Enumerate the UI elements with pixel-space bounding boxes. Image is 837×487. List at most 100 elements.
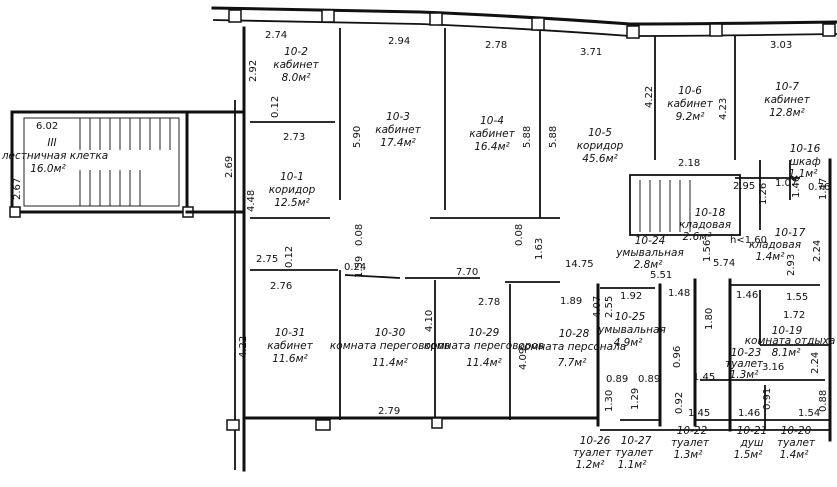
svg-text:10-18: 10-18 (695, 207, 726, 219)
svg-text:4.22: 4.22 (238, 336, 249, 358)
svg-text:3.16: 3.16 (762, 362, 784, 373)
svg-text:1.26: 1.26 (758, 183, 769, 205)
svg-text:0.96: 0.96 (672, 346, 683, 368)
svg-text:1.4м²: 1.4м² (780, 449, 810, 461)
svg-text:1.45: 1.45 (693, 372, 715, 383)
svg-text:душ: душ (739, 437, 763, 449)
room-10-19: 10-19 комната отдыха 8.1м² (745, 325, 836, 359)
svg-text:умывальная: умывальная (597, 324, 666, 336)
svg-text:1.30: 1.30 (604, 390, 615, 412)
svg-text:4.48: 4.48 (246, 190, 257, 212)
svg-text:10-24: 10-24 (635, 235, 666, 247)
room-10-29: 10-29 комната переговоров 11.4м² (424, 327, 544, 369)
svg-text:кабинет: кабинет (667, 98, 713, 110)
svg-text:10-16: 10-16 (790, 143, 821, 155)
svg-text:2.78: 2.78 (478, 297, 500, 308)
svg-text:1.1м²: 1.1м² (618, 459, 648, 471)
svg-text:4.22: 4.22 (644, 86, 655, 108)
svg-text:1.07: 1.07 (775, 178, 797, 189)
svg-text:10-3: 10-3 (386, 111, 410, 123)
svg-text:10-25: 10-25 (615, 311, 646, 323)
svg-text:11.4м²: 11.4м² (372, 357, 408, 369)
svg-text:1.92: 1.92 (620, 291, 642, 302)
svg-text:11.6м²: 11.6м² (272, 353, 308, 365)
svg-text:1.46: 1.46 (791, 176, 802, 198)
svg-text:1.89: 1.89 (560, 296, 582, 307)
svg-text:10-31: 10-31 (275, 327, 306, 339)
svg-text:9.2м²: 9.2м² (676, 111, 706, 123)
svg-text:2.6м²: 2.6м² (683, 231, 713, 243)
svg-text:10-23: 10-23 (731, 347, 762, 359)
svg-text:4.10: 4.10 (424, 310, 435, 332)
svg-text:17.4м²: 17.4м² (380, 137, 416, 149)
svg-text:туалет: туалет (671, 437, 710, 449)
room-10-3: 10-3 кабинет 17.4м² (375, 111, 421, 149)
svg-text:10-21: 10-21 (737, 425, 768, 437)
svg-text:4.09: 4.09 (518, 348, 529, 370)
svg-text:0.92: 0.92 (674, 392, 685, 414)
svg-text:кладовая: кладовая (679, 219, 731, 231)
svg-text:6.02: 6.02 (36, 121, 58, 132)
svg-text:14.75: 14.75 (565, 259, 594, 270)
svg-text:2.94: 2.94 (388, 36, 410, 47)
stair-treads (79, 118, 691, 232)
svg-text:1.1м²: 1.1м² (789, 168, 819, 180)
svg-text:10-17: 10-17 (775, 227, 806, 239)
svg-text:0.12: 0.12 (284, 246, 295, 268)
svg-text:8.1м²: 8.1м² (772, 347, 802, 359)
svg-text:10-5: 10-5 (588, 127, 612, 139)
svg-text:3.03: 3.03 (770, 40, 792, 51)
svg-text:кабинет: кабинет (469, 128, 515, 140)
svg-text:2.24: 2.24 (812, 240, 823, 262)
svg-text:2.67: 2.67 (12, 178, 23, 200)
svg-text:умывальная: умывальная (615, 247, 684, 259)
svg-text:2.93: 2.93 (786, 254, 797, 276)
svg-text:коридор: коридор (577, 140, 624, 152)
room-10-5: 10-5 коридор 45.6м² (577, 127, 624, 165)
room-10-30: 10-30 комната переговоров 11.4м² (330, 327, 450, 369)
svg-text:1.55: 1.55 (786, 292, 808, 303)
svg-text:шкаф: шкаф (789, 156, 820, 168)
svg-text:III: III (47, 137, 56, 149)
svg-text:5.90: 5.90 (352, 126, 363, 148)
svg-text:1.56: 1.56 (702, 240, 713, 262)
svg-text:кабинет: кабинет (267, 340, 313, 352)
svg-text:0.91: 0.91 (762, 388, 773, 410)
svg-text:кладовая: кладовая (749, 239, 801, 251)
room-labels: 10-2 кабинет 8.0м² 10-3 кабинет 17.4м² 1… (1, 46, 835, 471)
svg-text:1.2м²: 1.2м² (576, 459, 606, 471)
svg-text:3.71: 3.71 (580, 47, 602, 58)
svg-text:комната переговоров: комната переговоров (424, 340, 544, 352)
room-10-1: 10-1 коридор 12.5м² (269, 171, 316, 209)
room-10-16: 10-16 шкаф 1.1м² (789, 143, 821, 180)
svg-text:комната переговоров: комната переговоров (330, 340, 450, 352)
svg-text:2.8м²: 2.8м² (634, 259, 664, 271)
svg-text:10-29: 10-29 (469, 327, 500, 339)
walls (9, 6, 837, 472)
svg-text:1.4м²: 1.4м² (756, 251, 786, 263)
room-10-4: 10-4 кабинет 16.4м² (469, 115, 515, 153)
room-10-27: 10-27 туалет 1.1м² (615, 435, 654, 471)
svg-text:5.74: 5.74 (713, 258, 735, 269)
room-10-2: 10-2 кабинет 8.0м² (273, 46, 319, 84)
svg-text:2.24: 2.24 (810, 352, 821, 374)
svg-text:10-4: 10-4 (480, 115, 504, 127)
svg-text:10-1: 10-1 (280, 171, 304, 183)
room-10-22: 10-22 туалет 1.3м² (671, 425, 710, 461)
svg-text:0.89: 0.89 (638, 374, 660, 385)
svg-text:10-2: 10-2 (284, 46, 308, 58)
dimension-labels: 2.74 2.94 2.78 3.71 3.03 2.92 0.12 2.73 … (12, 30, 830, 419)
svg-text:10-26: 10-26 (580, 435, 611, 447)
stair-block (10, 110, 189, 214)
svg-text:лестничная клетка: лестничная клетка (1, 150, 108, 162)
room-10-21: 10-21 душ 1.5м² (734, 425, 768, 461)
svg-text:2.92: 2.92 (248, 60, 259, 82)
top-facade-outer (211, 6, 837, 26)
svg-text:1.46: 1.46 (736, 290, 758, 301)
room-10-6: 10-6 кабинет 9.2м² (667, 85, 713, 123)
svg-text:0.12: 0.12 (270, 96, 281, 118)
svg-text:5.88: 5.88 (522, 126, 533, 148)
svg-text:0.88: 0.88 (818, 390, 829, 412)
svg-text:туалет: туалет (725, 358, 764, 370)
svg-text:0.76: 0.76 (808, 182, 830, 193)
